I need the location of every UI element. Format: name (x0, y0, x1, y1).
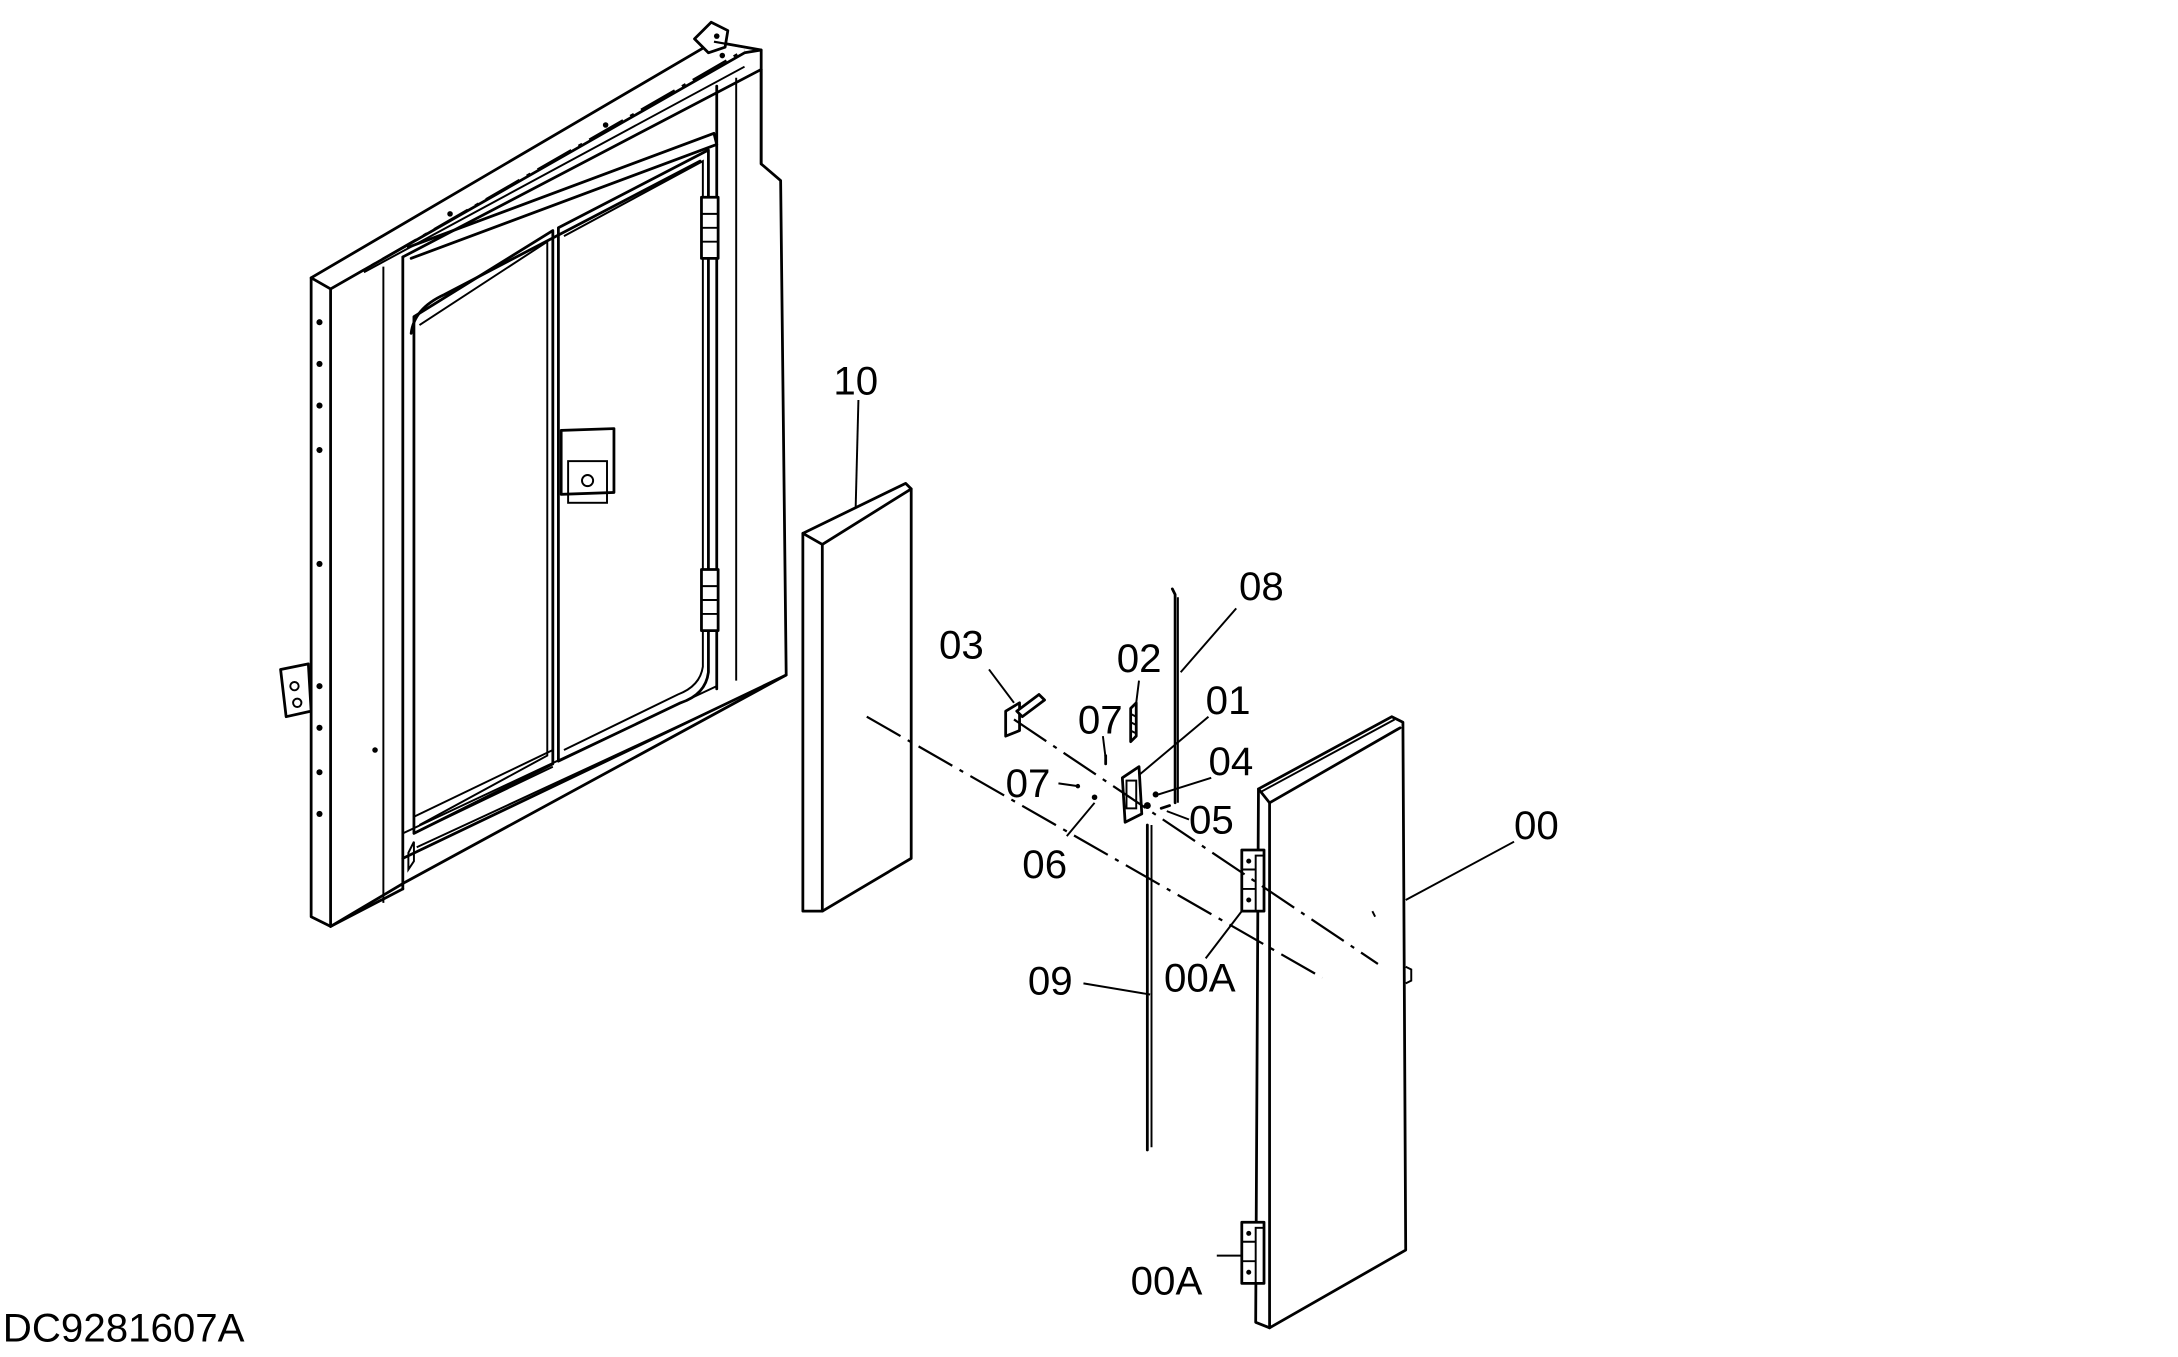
part-02-spring (1129, 701, 1138, 744)
callout-leader-lines (854, 399, 1515, 1257)
callout-07-lower: 07 (1006, 761, 1051, 806)
part-00-door-panel (1254, 715, 1413, 1330)
callout-00a-lower: 00A (1131, 1258, 1203, 1303)
callout-01: 01 (1206, 678, 1251, 723)
callout-07-upper: 07 (1078, 697, 1123, 742)
drawing-id: DC9281607A (3, 1306, 245, 1351)
part-06-bolt (1091, 794, 1098, 801)
part-08-upper-rod (1170, 587, 1179, 805)
callout-00a-upper: 00A (1164, 956, 1236, 1001)
callout-04: 04 (1208, 739, 1253, 784)
part-05-pin (1159, 804, 1171, 810)
part-09-lower-rod (1145, 823, 1153, 1152)
callout-00: 00 (1514, 803, 1559, 848)
part-01-lock-body (1120, 765, 1151, 824)
part-10-insulation-panel (801, 481, 913, 913)
cab-side-frame (279, 20, 788, 928)
part-04-washer (1152, 791, 1159, 798)
callout-09: 09 (1028, 958, 1073, 1003)
callout-08: 08 (1239, 564, 1284, 609)
frame-bolt-holes (316, 52, 726, 817)
callout-05: 05 (1189, 797, 1234, 842)
callout-06: 06 (1022, 842, 1067, 887)
callout-10: 10 (833, 358, 878, 403)
part-00a-lower-hinge (1240, 1220, 1266, 1285)
callout-labels: 10 08 03 02 01 07 04 07 05 06 00 09 00A … (833, 358, 1558, 1303)
part-03-handle (1004, 693, 1046, 738)
callout-02: 02 (1117, 636, 1162, 681)
callout-03: 03 (939, 622, 984, 667)
assembly-center-line (866, 715, 1323, 979)
